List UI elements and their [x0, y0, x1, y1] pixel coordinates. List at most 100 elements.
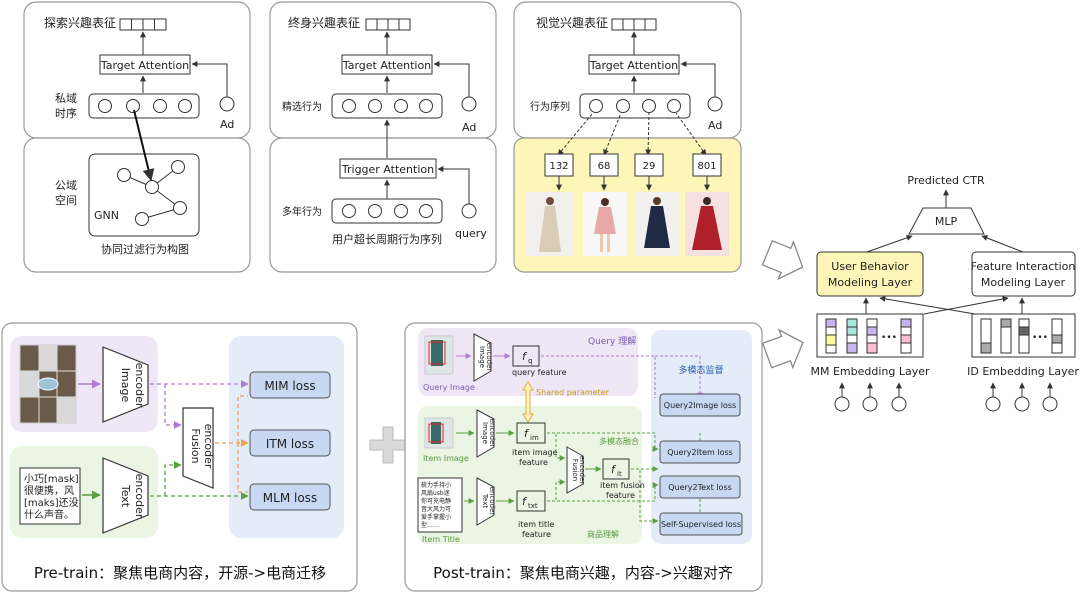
post-fusion-label-2: encoder: [578, 456, 586, 485]
mlp-box: [908, 207, 985, 235]
query2item-loss-label: Query2Item loss: [667, 448, 733, 457]
item-image-encoder: [476, 409, 495, 458]
selected-behavior-box: [331, 93, 443, 119]
item-text-encoder: [476, 477, 495, 526]
behavior-sequence-label: 行为序列: [530, 100, 570, 113]
feature-interaction-box: [971, 251, 1076, 297]
user-behavior-modeling-box: [816, 251, 924, 297]
item-image-label: Item Image: [423, 454, 469, 463]
pretrain-panel: Image encoder 小巧[mask] 很便携，风 [maks]还没 什么…: [1, 322, 358, 592]
itm-loss-label: ITM loss: [266, 437, 314, 451]
target-attention-box-2: [341, 54, 433, 75]
pretrain-image-encoder: [102, 346, 149, 423]
explore-title: 探索兴趣表征: [44, 15, 116, 30]
pretrain-text-line-2: 很便携，风: [24, 484, 74, 497]
fim-sub-label: im: [530, 434, 539, 442]
pretrain-text-box: [19, 467, 81, 525]
private-sequence-box: [88, 93, 200, 119]
item-id-3: 29: [643, 161, 656, 172]
item-title-feature-label-1: item title: [518, 520, 554, 529]
fq-box: [512, 345, 540, 367]
pretrain-text-line-3: [maks]还没: [24, 497, 79, 509]
supervision-label: 多模态监督: [678, 364, 723, 376]
item-image-encoder-label-2: encoder: [488, 419, 496, 448]
pretrain-image-encoder-label-1: Image: [119, 368, 132, 403]
item-id-1: 132: [549, 161, 568, 172]
fit-box: [602, 458, 630, 480]
plus-icon: [369, 426, 407, 464]
query2image-loss-label: Query2Image loss: [664, 401, 736, 410]
id-dots: •••: [1032, 333, 1048, 343]
fit-sub-label: it: [617, 470, 622, 478]
self-supervised-loss-box: [659, 512, 743, 536]
pretrain-image-thumbnail: [19, 344, 77, 424]
query2item-loss-box: [659, 440, 741, 464]
trigger-attention-box: [339, 158, 437, 179]
pretrain-text-line-1: 小巧[mask]: [24, 473, 79, 485]
product-understanding-label: 商品理解: [587, 529, 619, 539]
output-vector-1: [119, 18, 167, 31]
item-title-line-1: 梳力手持小: [421, 481, 451, 489]
mlm-loss-label: MLM loss: [263, 491, 317, 505]
public-label-1: 公域: [55, 179, 77, 192]
item-text-encoder-label-1: Text: [481, 493, 489, 508]
multi-year-label: 多年行为: [282, 205, 322, 218]
query-label: query: [455, 227, 487, 240]
item-title-box: [417, 477, 463, 533]
shared-parameter-arrow: [522, 381, 534, 423]
id-embedding-vectors: [980, 318, 1063, 354]
target-attention-box-3: [588, 54, 680, 75]
item-title-feature-label-2: feature: [522, 530, 551, 539]
behavior-sequence-box: [579, 93, 691, 119]
product-photo-4: [685, 192, 729, 256]
item-image-encoder-label-1: Image: [481, 422, 489, 444]
target-attention-label-3: Target Attention: [589, 59, 678, 72]
posttrain-panel: Query 理解 Query Image Image encoder f q q…: [404, 322, 763, 592]
query2text-loss-label: Query2Text loss: [668, 483, 732, 492]
product-photo-1: [526, 192, 574, 256]
ubm-label-1: User Behavior: [831, 260, 909, 273]
fq-label: f: [522, 350, 528, 363]
mm-embedding-label: MM Embedding Layer: [810, 365, 930, 378]
ad-label-3: Ad: [708, 119, 722, 132]
pretrain-text-encoder-label-2: encoder: [133, 474, 146, 519]
ftxt-sub-label: txt: [528, 502, 538, 510]
target-attention-label-1: Target Attention: [100, 59, 189, 72]
private-label-2: 时序: [55, 106, 77, 120]
shared-parameter-label: Shared parameter: [536, 388, 610, 397]
ad-label-2: Ad: [462, 121, 476, 134]
item-id-4: 801: [697, 161, 716, 172]
fq-sub-label: q: [528, 357, 532, 365]
lifelong-title: 终身兴趣表征: [288, 15, 360, 30]
multi-year-behavior-box: [331, 198, 443, 224]
lifelong-caption: 用户超长周期行为序列: [332, 232, 442, 246]
query-image-encoder-label-2: encoder: [485, 343, 493, 372]
target-attention-label-2: Target Attention: [342, 59, 431, 72]
mim-loss-label: MIM loss: [264, 379, 315, 393]
item-title-line-4: 音大风力可: [421, 505, 451, 513]
query2image-loss-box: [659, 393, 741, 417]
ctr-model: Predicted CTR MLP User Behavior Modeling…: [810, 174, 1079, 412]
pretrain-caption: Pre-train：聚焦电商内容，开源->电商迁移: [34, 564, 326, 582]
pretrain-image-encoder-label-2: encoder: [133, 363, 146, 408]
private-label-1: 私域: [55, 92, 77, 105]
mim-loss-box: [249, 371, 331, 399]
item-image-feature-label-1: item image: [512, 448, 558, 457]
self-supervised-loss-label: Self-Supervised loss: [661, 520, 741, 529]
visual-interest-panel: 视觉兴趣表征 Target Attention Ad 行为序列: [513, 1, 742, 273]
product-photo-3: [635, 192, 679, 256]
item-text-encoder-label-2: encoder: [488, 487, 496, 516]
item-id-boxes: 132 68 29 801: [544, 153, 722, 177]
hollow-arrow-bottom: [761, 328, 804, 370]
fit-label: f: [611, 463, 617, 476]
item-title-line-2: 风扇usb迷: [421, 489, 450, 497]
item-image-feature-label-2: feature: [519, 458, 548, 467]
product-photo-2: [583, 192, 627, 256]
item-title-line-6: 型……: [421, 521, 439, 529]
pretrain-text-encoder-label-1: Text: [119, 484, 132, 508]
ftxt-box: [516, 490, 546, 512]
query2text-loss-box: [659, 475, 741, 499]
multimodal-fusion-label: 多模态融合: [599, 436, 639, 446]
explore-interest-panel: 探索兴趣表征 Target Attention Ad 私域 时序 公域 空间: [23, 1, 251, 273]
